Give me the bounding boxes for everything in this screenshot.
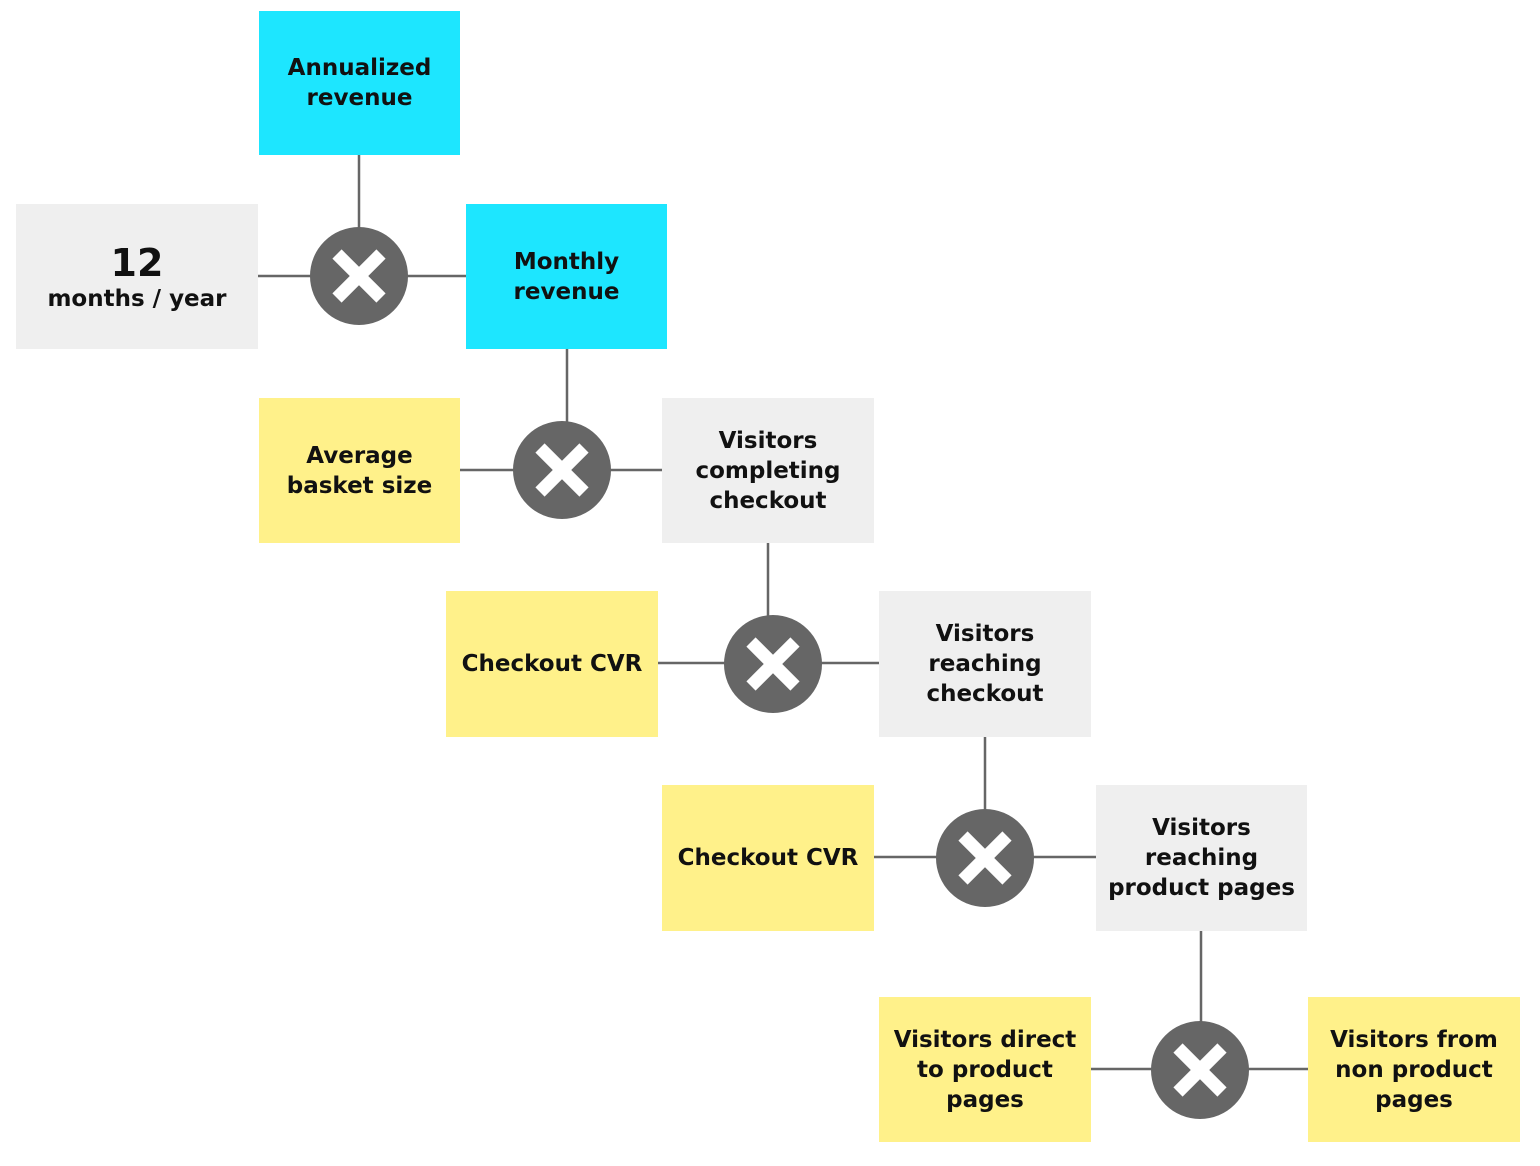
multiply-operator bbox=[1151, 1021, 1249, 1119]
node-label: Checkout CVR bbox=[461, 651, 643, 677]
node-label: Visitors completing checkout bbox=[695, 427, 841, 514]
node-label: Annualized revenue bbox=[287, 55, 432, 111]
node-label: Monthly revenue bbox=[513, 248, 620, 305]
node-visitors-reaching-product-pages: Visitors reaching product pages bbox=[1096, 785, 1307, 931]
node-label: Visitors reaching checkout bbox=[926, 621, 1044, 707]
node-visitors-reaching-checkout: Visitors reaching checkout bbox=[879, 591, 1091, 737]
node-checkout-cvr: Checkout CVR bbox=[662, 785, 874, 931]
node-annualized-revenue: Annualized revenue bbox=[259, 11, 460, 155]
node-visitors-from-non-product-pages: Visitors from non product pages bbox=[1308, 997, 1520, 1142]
multiply-operator bbox=[724, 615, 822, 713]
node-label: Visitors direct to product pages bbox=[893, 1026, 1077, 1113]
node-label: Average basket size bbox=[286, 442, 433, 499]
multiply-icon bbox=[1173, 1043, 1227, 1097]
node-value: 12 bbox=[110, 240, 164, 285]
node-average-basket-size: Average basket size bbox=[259, 398, 460, 543]
node-label: Visitors reaching product pages bbox=[1108, 815, 1295, 901]
multiply-operator bbox=[513, 421, 611, 519]
multiply-icon bbox=[535, 443, 589, 497]
node-visitors-direct-to-product-pages: Visitors direct to product pages bbox=[879, 997, 1091, 1142]
multiply-icon bbox=[958, 831, 1012, 885]
multiply-icon bbox=[332, 249, 386, 303]
multiply-icon bbox=[746, 637, 800, 691]
multiply-operator bbox=[310, 227, 408, 325]
multiply-operator bbox=[936, 809, 1034, 907]
node-months-per-year: 12 months / year bbox=[16, 204, 258, 349]
node-visitors-completing-checkout: Visitors completing checkout bbox=[662, 398, 874, 543]
node-monthly-revenue: Monthly revenue bbox=[466, 204, 667, 349]
node-checkout-cvr: Checkout CVR bbox=[446, 591, 658, 737]
node-label: Visitors from non product pages bbox=[1330, 1026, 1498, 1113]
node-label: Checkout CVR bbox=[677, 845, 859, 871]
node-label: months / year bbox=[47, 285, 227, 312]
